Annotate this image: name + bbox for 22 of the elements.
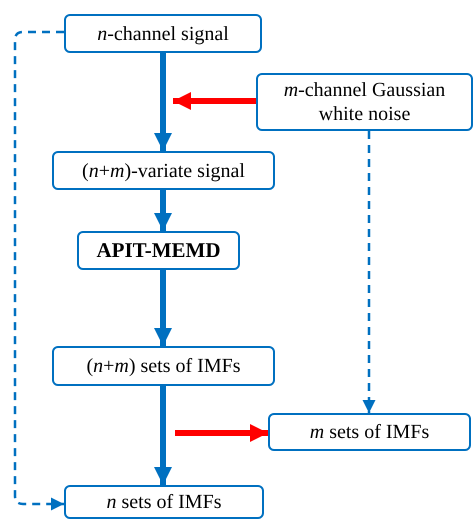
box-label: n sets of IMFs: [106, 490, 222, 514]
box-label: (n+m)-variate signal: [82, 158, 245, 182]
process-box: [256, 73, 473, 131]
box-label: m sets of IMFs: [310, 420, 430, 444]
process-box: [64, 14, 262, 53]
process-box: [64, 485, 264, 519]
box-label: n-channel signal: [97, 22, 229, 46]
dashed-arrow: [14, 30, 64, 510]
arrow: [173, 92, 256, 110]
box-label: m-channel Gaussian white noise: [282, 78, 446, 126]
arrow: [175, 424, 268, 442]
arrow: [154, 190, 172, 231]
arrow: [154, 270, 172, 346]
arrow: [154, 386, 172, 485]
process-box: [268, 413, 471, 451]
dashed-arrow: [362, 131, 376, 413]
process-box: [77, 231, 240, 270]
process-box: [52, 346, 275, 386]
arrow: [154, 53, 172, 151]
box-label: (n+m) sets of IMFs: [86, 354, 241, 378]
process-box: [52, 151, 275, 190]
box-label: APIT-MEMD: [96, 238, 221, 264]
